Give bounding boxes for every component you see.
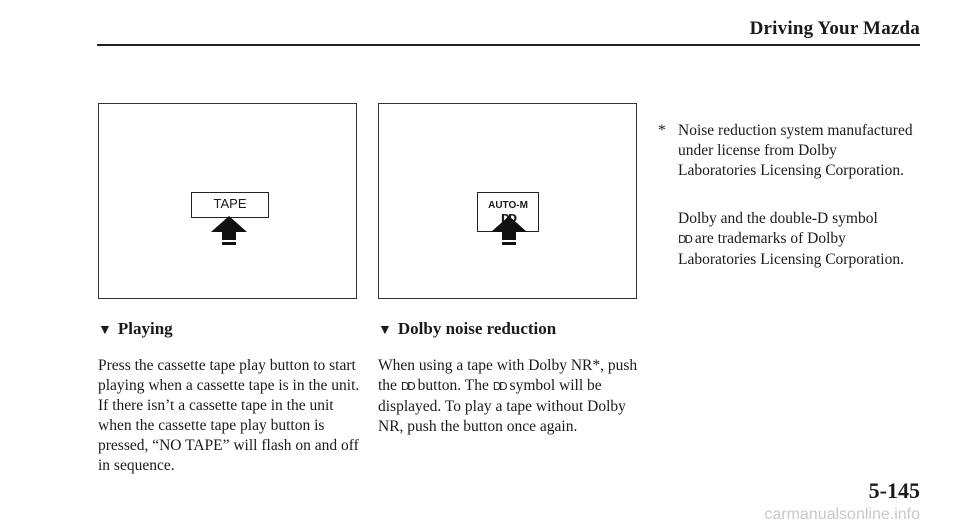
trademark-text-part1: Dolby and the double-D symbol (678, 210, 878, 227)
figure-tape-button: TAPE (98, 103, 357, 299)
dolby-text-part3: symbol will be displayed. To play a tape… (378, 377, 626, 435)
figure-dolby-button: AUTO-M DD (378, 103, 637, 299)
triangle-down-icon: ▼ (98, 323, 112, 338)
auto-m-label: AUTO-M (488, 200, 528, 211)
triangle-down-icon: ▼ (378, 323, 392, 338)
heading-text: Dolby noise reduction (397, 319, 557, 338)
page-number: 5-145 (868, 478, 920, 503)
dolby-symbol-icon: DD (492, 380, 508, 393)
press-arrow-icon (491, 216, 527, 245)
dolby-text-part1: When using a tape with Dolby NR*, push t… (378, 357, 638, 394)
dolby-symbol-icon: DD (678, 233, 693, 246)
dolby-text-part2: button. The (417, 377, 489, 394)
section-heading-dolby: ▼ Dolby noise reduction (378, 319, 556, 339)
playing-paragraph: Press the cassette tape play button to s… (98, 357, 360, 474)
page-header-title: Driving Your Mazda (749, 18, 920, 39)
dolby-symbol-icon: DD (400, 380, 416, 393)
watermark: carmanualsonline.info (764, 506, 920, 523)
footnote-asterisk: * (658, 122, 666, 139)
trademark-text-part2: are trademarks of Dolby Laboratories Lic… (678, 230, 904, 268)
footnote-noise-reduction: Noise reduction system manufactured unde… (678, 122, 913, 179)
press-arrow-icon (211, 216, 247, 245)
header-rule (97, 44, 920, 46)
section-heading-playing: ▼ Playing (98, 319, 173, 339)
tape-button: TAPE (191, 192, 269, 218)
dolby-paragraph: When using a tape with Dolby NR*, push t… (378, 356, 648, 437)
heading-text: Playing (117, 319, 173, 338)
trademark-note: Dolby and the double-D symbol DD are tra… (678, 209, 918, 270)
